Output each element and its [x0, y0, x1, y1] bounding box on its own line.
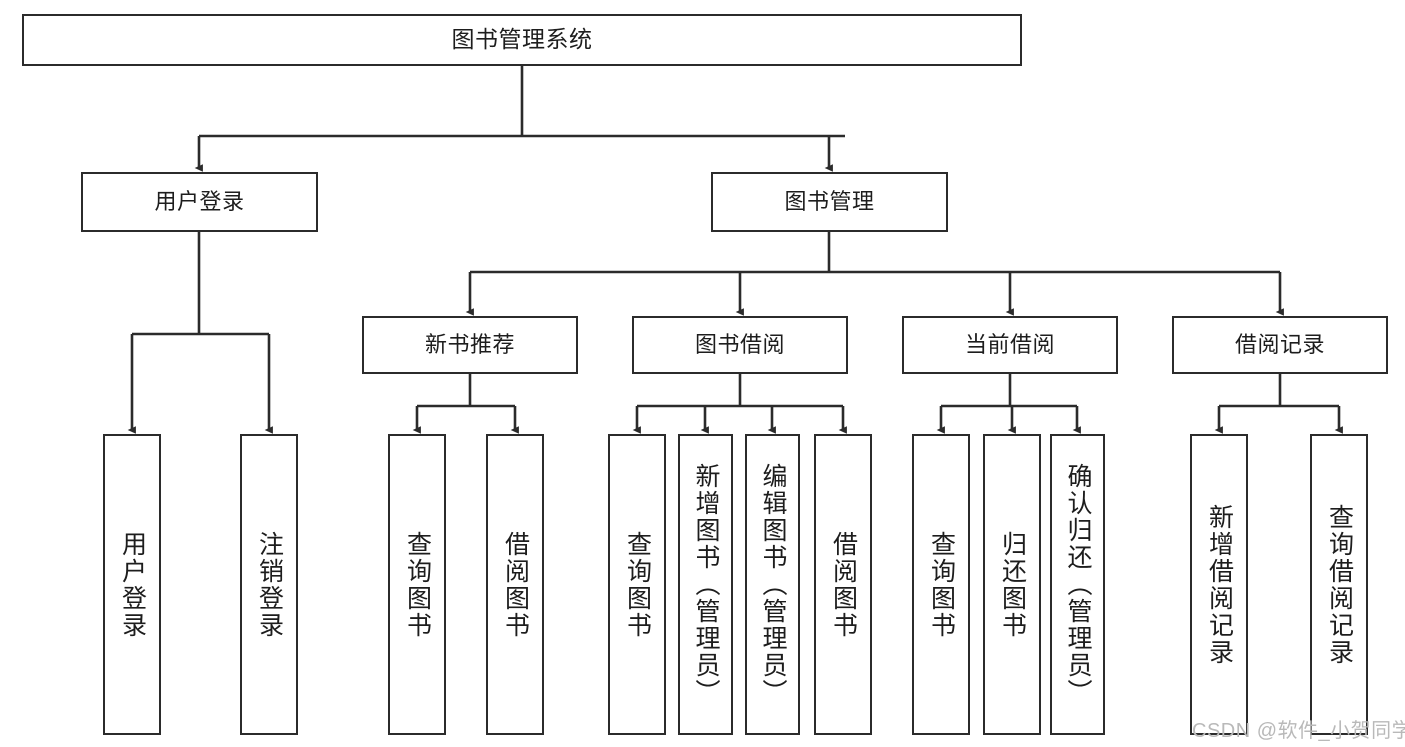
node-user-login[interactable]: 用户登录: [81, 172, 318, 232]
node-current-borrow[interactable]: 当前借阅: [902, 316, 1118, 374]
node-leaf-add-borrow-record-label: 新增借阅记录: [1205, 503, 1234, 666]
node-leaf-add-book-admin-label: 新增图书（管理员）: [692, 463, 720, 706]
node-root[interactable]: 图书管理系统: [22, 14, 1022, 66]
node-book-borrow-label: 图书借阅: [694, 331, 785, 357]
node-leaf-user-logout-label: 注销登录: [255, 530, 284, 639]
node-leaf-borrow-book-1[interactable]: 借阅图书: [486, 434, 544, 735]
node-leaf-add-borrow-record[interactable]: 新增借阅记录: [1190, 434, 1248, 735]
node-leaf-query-book-1-label: 查询图书: [403, 530, 432, 639]
node-leaf-query-book-3[interactable]: 查询图书: [912, 434, 970, 735]
node-leaf-query-book-3-label: 查询图书: [927, 530, 956, 639]
node-leaf-query-borrow-record-label: 查询借阅记录: [1325, 503, 1354, 666]
node-leaf-query-borrow-record[interactable]: 查询借阅记录: [1310, 434, 1368, 735]
node-leaf-query-book-1[interactable]: 查询图书: [388, 434, 446, 735]
node-leaf-edit-book-admin[interactable]: 编辑图书（管理员）: [745, 434, 800, 735]
csdn-watermark: CSDN @软件_小贺同学: [1192, 720, 1405, 742]
node-book-borrow[interactable]: 图书借阅: [632, 316, 848, 374]
node-leaf-user-login[interactable]: 用户登录: [103, 434, 161, 735]
node-new-book-recommend-label: 新书推荐: [424, 331, 515, 357]
node-leaf-return-book-label: 归还图书: [998, 530, 1027, 639]
node-leaf-borrow-book-2-label: 借阅图书: [829, 530, 858, 639]
node-leaf-borrow-book-2[interactable]: 借阅图书: [814, 434, 872, 735]
node-leaf-return-book[interactable]: 归还图书: [983, 434, 1041, 735]
node-leaf-borrow-book-1-label: 借阅图书: [501, 530, 530, 639]
node-new-book-recommend[interactable]: 新书推荐: [362, 316, 578, 374]
node-leaf-user-logout[interactable]: 注销登录: [240, 434, 298, 735]
node-leaf-confirm-return[interactable]: 确认归还（管理员）: [1050, 434, 1105, 735]
node-borrow-record[interactable]: 借阅记录: [1172, 316, 1388, 374]
node-book-manage[interactable]: 图书管理: [711, 172, 948, 232]
node-user-login-label: 用户登录: [154, 188, 245, 214]
node-leaf-query-book-2[interactable]: 查询图书: [608, 434, 666, 735]
node-leaf-add-book-admin[interactable]: 新增图书（管理员）: [678, 434, 733, 735]
node-borrow-record-label: 借阅记录: [1234, 331, 1325, 357]
node-leaf-confirm-return-label: 确认归还（管理员）: [1064, 463, 1092, 706]
node-root-label: 图书管理系统: [451, 26, 593, 53]
node-current-borrow-label: 当前借阅: [964, 331, 1055, 357]
node-leaf-user-login-label: 用户登录: [118, 530, 147, 639]
node-leaf-edit-book-admin-label: 编辑图书（管理员）: [759, 463, 787, 706]
node-book-manage-label: 图书管理: [784, 188, 875, 214]
node-leaf-query-book-2-label: 查询图书: [623, 530, 652, 639]
